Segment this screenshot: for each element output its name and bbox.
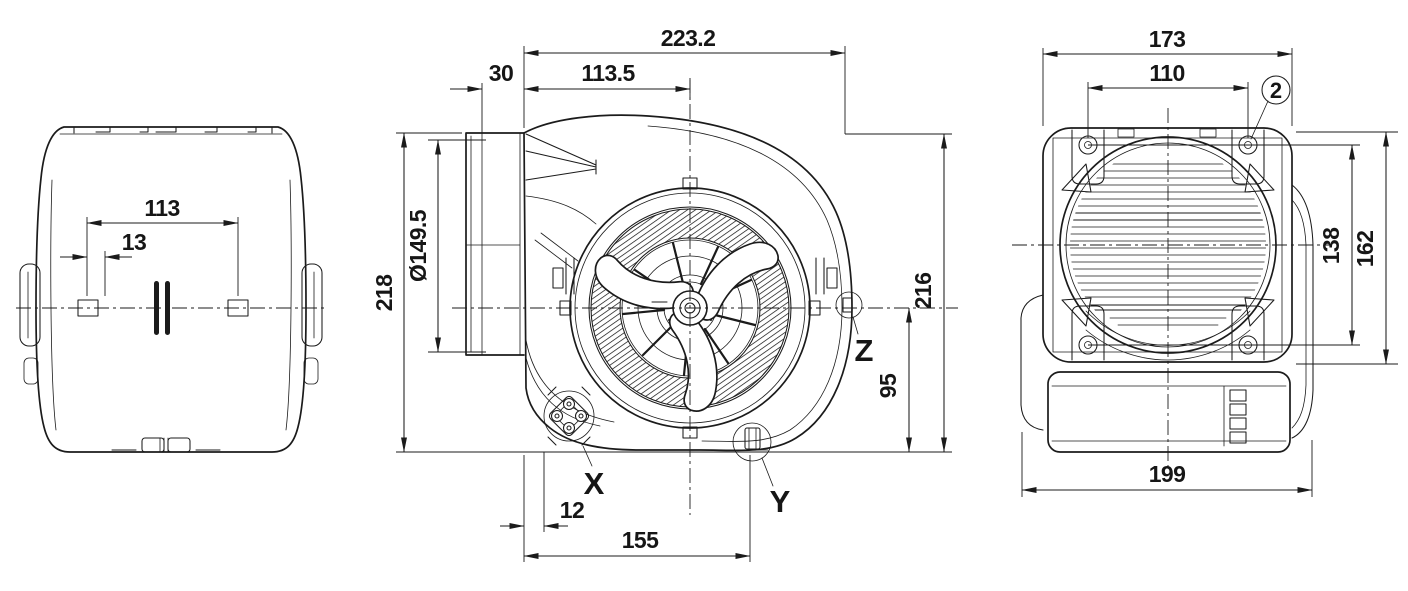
- dim-scroll-depth: 113.5: [523, 60, 691, 92]
- dim-inlet-depth: 30: [450, 60, 514, 92]
- top-view-flange-ticks: [67, 126, 273, 134]
- callout-label-2: 2: [1270, 78, 1282, 103]
- detail-z-tab: Z: [835, 291, 874, 368]
- detail-label-x: X: [584, 466, 605, 501]
- dim-label-216: 216: [910, 273, 936, 310]
- top-view: 113 13: [16, 126, 326, 453]
- dim-label-113-5: 113.5: [581, 60, 635, 86]
- dim-label-13: 13: [122, 229, 146, 255]
- dim-hole-span-h: 110: [1087, 60, 1249, 91]
- side-wings: [1020, 184, 1314, 439]
- dim-label-30: 30: [489, 60, 513, 86]
- dim-label-173: 173: [1149, 26, 1186, 52]
- dim-total-height: 218: [371, 132, 407, 453]
- dim-hole-span-v: 138: [1318, 144, 1355, 346]
- top-view-mount-tabs: [77, 299, 249, 317]
- dim-label-110: 110: [1149, 60, 1184, 86]
- retaining-clips: [534, 232, 838, 295]
- scroll-cutoff-lines: [525, 195, 615, 427]
- dim-label-223-2: 223.2: [661, 25, 716, 51]
- dim-mount-span: 113: [86, 195, 239, 296]
- top-view-side-ears: [19, 263, 323, 385]
- dim-total-depth: 223.2: [523, 25, 846, 56]
- dim-flange-width: 173: [1042, 26, 1293, 57]
- flange-corner-slots: [1061, 128, 1275, 327]
- top-view-body-outline: [35, 126, 307, 453]
- inlet-duct: [465, 132, 525, 356]
- dim-height-to-base: 216: [910, 133, 947, 453]
- dim-foot-span: 155: [523, 527, 751, 559]
- dim-label-95: 95: [875, 373, 901, 398]
- motor-housing: [1047, 371, 1291, 453]
- dim-flange-height: 162: [1352, 131, 1389, 365]
- detail-label-z: Z: [855, 333, 874, 368]
- dim-foot-offset: 12: [500, 497, 585, 529]
- discharge-wedge: [525, 133, 597, 181]
- front-view: X Y Z 223.2 30 113.5: [371, 25, 958, 562]
- dim-label-138: 138: [1318, 227, 1344, 264]
- detail-x-connector: X: [543, 386, 605, 501]
- detail-label-y: Y: [770, 484, 791, 519]
- top-view-inner-walls: [50, 133, 292, 431]
- dim-label-155: 155: [622, 527, 659, 553]
- top-view-seam-bars: [154, 281, 170, 335]
- scroll-inner-wall: [647, 125, 843, 442]
- dim-axis-to-base: 95: [875, 307, 912, 453]
- dim-body-width: 199: [1021, 461, 1313, 493]
- scroll-housing-outline: [523, 114, 853, 452]
- dim-label-199: 199: [1149, 461, 1186, 487]
- dim-inlet-diameter: Ø149.5: [405, 139, 441, 353]
- dim-label-149-5: Ø149.5: [405, 209, 431, 282]
- dim-label-12: 12: [560, 497, 584, 523]
- side-extension-lines: [1021, 48, 1398, 497]
- detail-y-foot: Y: [732, 422, 791, 519]
- callout-screw: 2: [1250, 75, 1291, 140]
- dim-tab-offset: 13: [60, 229, 147, 260]
- side-view: 2 173 110 138 162 199: [1012, 26, 1398, 497]
- flange-inner-edge: [1052, 137, 1283, 353]
- dim-label-218: 218: [371, 274, 397, 311]
- dim-label-162: 162: [1352, 231, 1378, 268]
- top-view-bottom-tab: [111, 437, 221, 453]
- dim-label-113: 113: [144, 195, 179, 221]
